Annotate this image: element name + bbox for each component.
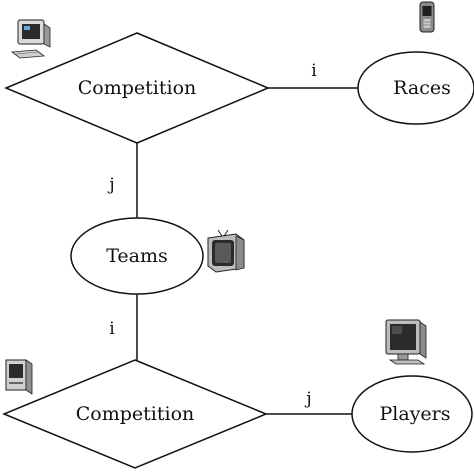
desktop-computer-icon: [10, 19, 51, 59]
relationship-competition-bottom[interactable]: Competition: [2, 359, 268, 469]
entity-races[interactable]: Races: [357, 51, 474, 125]
relationship-competition-top[interactable]: Competition: [4, 32, 270, 144]
cardinality-competition-races: i: [311, 61, 317, 81]
entity-races-label: Races: [393, 77, 451, 99]
mobile-phone-icon: [419, 1, 435, 33]
entity-teams-label: Teams: [106, 245, 168, 267]
entity-teams[interactable]: Teams: [70, 217, 204, 295]
cardinality-competition-teams: j: [107, 175, 114, 195]
crt-monitor-icon: [207, 229, 245, 273]
cardinality-teams-competition: i: [109, 319, 115, 339]
relationship-competition-top-label: Competition: [78, 77, 197, 99]
flat-monitor-icon: [385, 319, 427, 365]
cardinality-competition-players: j: [304, 389, 311, 409]
entity-players[interactable]: Players: [351, 375, 473, 453]
entity-players-label: Players: [380, 403, 451, 425]
relationship-competition-bottom-label: Competition: [76, 403, 195, 425]
desktop-computer-icon: [5, 359, 33, 395]
